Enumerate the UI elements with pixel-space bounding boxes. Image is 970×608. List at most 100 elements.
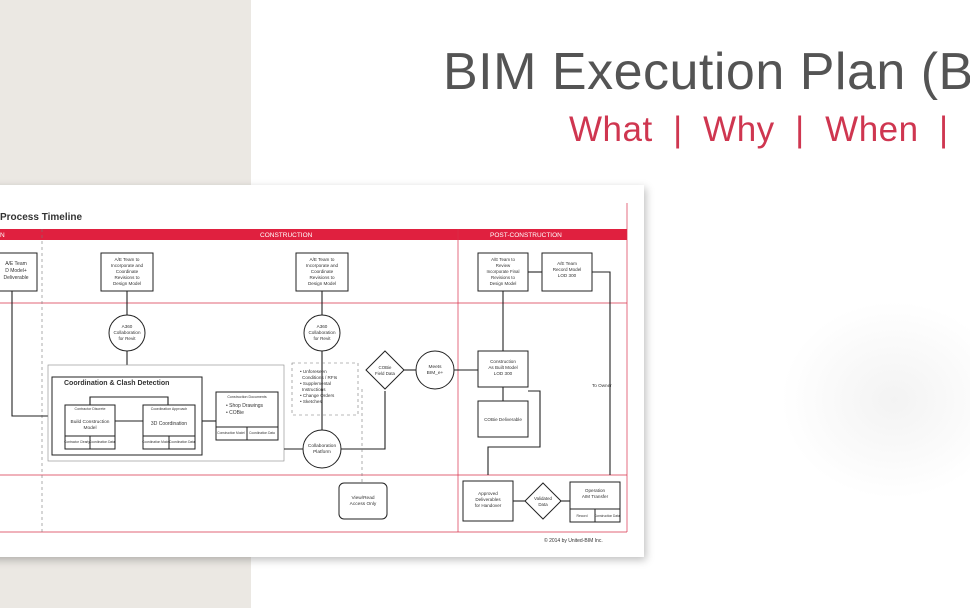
review-l1: A/E Team to <box>491 257 515 262</box>
copyright: © 2014 by United-BIM Inc. <box>544 537 603 544</box>
view-read-l2: Access Only <box>350 501 377 507</box>
phase-label-pre: N <box>0 232 5 239</box>
contractor-2-sub-b-text: Coordination Data <box>169 440 195 444</box>
phase-label-construction: CONSTRUCTION <box>260 232 313 239</box>
ae-inc2-l1: A/E Team to <box>310 257 335 262</box>
ae-inc2-l3: Coordinate <box>311 269 334 274</box>
contractor-2-tag: Coordination Approach <box>151 407 188 411</box>
platform-l1: Collaboration <box>308 443 337 449</box>
review-l4: Revisions to <box>491 275 515 280</box>
ae-inc1-l5: Design Model <box>113 281 141 286</box>
ae-team-left-l3: Deliverable <box>3 275 28 281</box>
meets-bim-circle <box>415 350 455 390</box>
contractor-1-sub-b <box>89 435 116 450</box>
unforeseen-l4: Instructions <box>302 387 326 392</box>
asbuilt-l3: LOD 300 <box>494 371 513 376</box>
phase-label-post: POST-CONSTRUCTION <box>490 232 562 239</box>
ae-team-record <box>541 252 593 292</box>
connector-platform-cobie <box>341 391 386 450</box>
docs-sub-a-text: Construction Model <box>217 431 245 435</box>
cobie-deliverable <box>477 400 529 438</box>
cobie-field-l1: COBie <box>379 365 392 370</box>
ae-inc1-l1: A/E Team to <box>115 257 140 262</box>
record-l2: Record Model <box>553 267 582 272</box>
process-diagram: Process Timeline N CONSTRUCTION POST-CON… <box>0 203 628 544</box>
connector-loop <box>89 396 169 405</box>
docs-l2: • COBie <box>226 410 244 416</box>
asbuilt-l2: As Built Model <box>488 365 517 370</box>
docs-sub-b <box>246 426 279 441</box>
a360-1-l1: A360 <box>122 324 133 329</box>
validated-l1: Validated <box>534 496 553 501</box>
view-read-l1: View/Read <box>351 495 374 501</box>
unforeseen-l3: • Supplemental <box>300 381 331 386</box>
slide-subtitle: What | Why | When | I <box>569 110 970 149</box>
slide-title: BIM Execution Plan (B <box>443 43 970 101</box>
connector-left <box>11 291 52 417</box>
operation-l1: Operation <box>585 488 606 493</box>
ae-inc1-l2: Incorporate and <box>111 263 144 268</box>
ae-inc1-l4: Revisions to <box>114 275 139 280</box>
operation-sub-b-text: Construction Data <box>594 514 620 518</box>
ae-inc1-l3: Coordinate <box>116 269 139 274</box>
meets-l2: BIM_e+ <box>427 370 444 376</box>
contractor-2-l1: 3D Coordination <box>151 421 187 427</box>
coord-clash-heading: Coordination & Clash Detection <box>64 380 169 387</box>
docs-sub-b-text: Coordination Data <box>249 431 275 435</box>
ae-team-incorporate-2 <box>295 252 349 292</box>
collab-platform <box>302 429 342 469</box>
ae-team-left-box <box>0 252 38 292</box>
contractor-1-l1: Build Construction <box>71 419 110 425</box>
validated-l2: Data <box>538 502 548 507</box>
a360-2-l2: Collaboration <box>308 330 336 335</box>
contractor-1-tag: Contractor Discrete <box>75 407 106 411</box>
validated-diamond <box>524 482 562 520</box>
construction-asbuilt <box>477 350 529 388</box>
a360-1-l3: for Revit <box>118 336 136 341</box>
docs-tag: Construction Documents <box>227 395 267 399</box>
ae-team-left-l2: D Model+ <box>5 268 27 274</box>
diagram-heading: Process Timeline <box>0 212 83 223</box>
phase-bar <box>0 229 627 240</box>
record-l3: LOD 300 <box>558 273 577 278</box>
approved-l1: Approved <box>478 491 498 496</box>
unforeseen-l1: • Unforeseen <box>300 369 327 374</box>
view-read-box <box>338 482 388 520</box>
approved-box <box>462 480 514 522</box>
approved-l2: Deliverables <box>475 497 501 502</box>
ae-team-review <box>477 252 529 292</box>
process-diagram-card: Process Timeline N CONSTRUCTION POST-CON… <box>0 185 644 557</box>
ae-team-incorporate-1 <box>100 252 154 292</box>
unforeseen-box <box>291 362 359 416</box>
unforeseen-l2: Conditions / RFIs <box>302 375 338 380</box>
background-haze <box>780 300 970 500</box>
review-l2: Review <box>496 263 511 268</box>
unforeseen-l5: • Change Orders <box>300 393 335 398</box>
contractor-1-sub-a-text: Contractor Clearly <box>64 440 90 444</box>
a360-2-l3: for Revit <box>313 336 331 341</box>
contractor-1-l2: Model <box>83 425 96 431</box>
operation-sub-b <box>594 508 621 523</box>
platform-l2: Platform <box>313 449 331 455</box>
contractor-2-sub-b <box>168 435 196 450</box>
ae-team-left-l1: A/E Team <box>5 261 27 267</box>
record-l1: A/E Team <box>557 261 577 266</box>
approved-l3: for Handover <box>475 503 502 508</box>
contractor-1-sub-b-text: Coordination Data <box>89 440 115 444</box>
ae-inc2-l5: Design Model <box>308 281 336 286</box>
operation-sub-a-text: Record <box>577 514 588 518</box>
docs-l1: • Shop Drawings <box>226 403 264 409</box>
to-owner-label: To Owner <box>592 383 612 388</box>
a360-2-l1: A360 <box>317 324 328 329</box>
asbuilt-l1: Construction <box>490 359 516 364</box>
connector-to-approved <box>487 390 541 475</box>
review-l5: Design Model <box>490 281 517 286</box>
review-l3: Incorporate Final <box>487 269 520 274</box>
cobie-deliverable-label: COBie Deliverable <box>484 417 522 422</box>
meets-l1: Meets <box>428 364 442 370</box>
operation-l2: AIM Transfer <box>582 494 609 499</box>
unforeseen-l6: • Sketches <box>300 399 322 404</box>
contractor-2-sub-a-text: Coordination Model <box>142 440 170 444</box>
cobie-field-l2: Field Data <box>375 371 396 376</box>
a360-1-l2: Collaboration <box>113 330 141 335</box>
